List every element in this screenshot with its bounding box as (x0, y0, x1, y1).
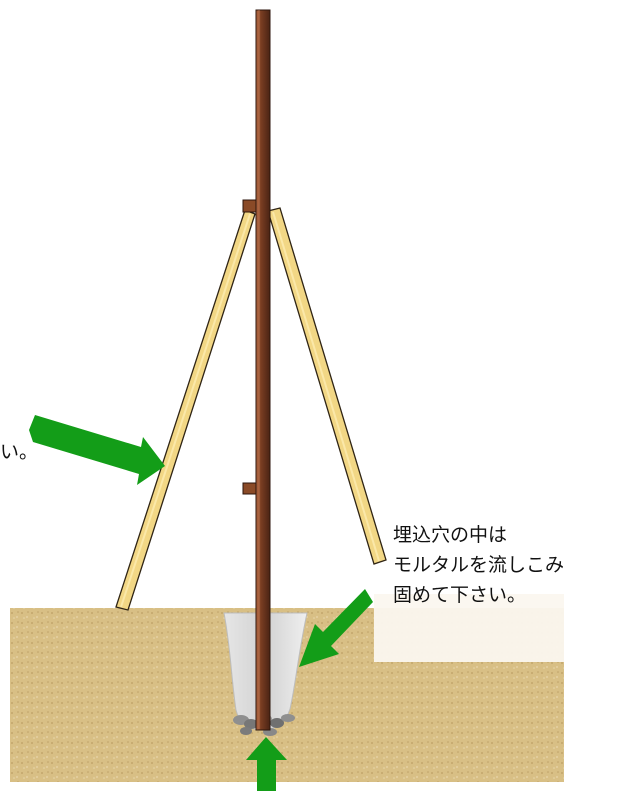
arrow-to-mortar-icon (299, 589, 373, 667)
mortar-instruction-line-2: モルタルを流しこみ (393, 554, 565, 576)
mortar-instruction-line-3: 固めて下さい。 (393, 584, 527, 606)
left-brace (115, 209, 256, 611)
right-brace (267, 207, 387, 565)
middle-clamp (242, 482, 257, 495)
arrow-to-post-base-icon (246, 737, 287, 791)
mortar-instruction-line-1: 埋込穴の中は (393, 524, 508, 546)
mortar-instruction: 埋込穴の中は モルタルを流しこみ 固めて下さい。 (393, 520, 564, 610)
note-box (374, 594, 564, 662)
steel-post (255, 9, 271, 731)
left-note-fragment: い。 (0, 441, 39, 463)
upper-clamp (242, 199, 257, 213)
arrow-to-brace-icon (29, 415, 165, 485)
